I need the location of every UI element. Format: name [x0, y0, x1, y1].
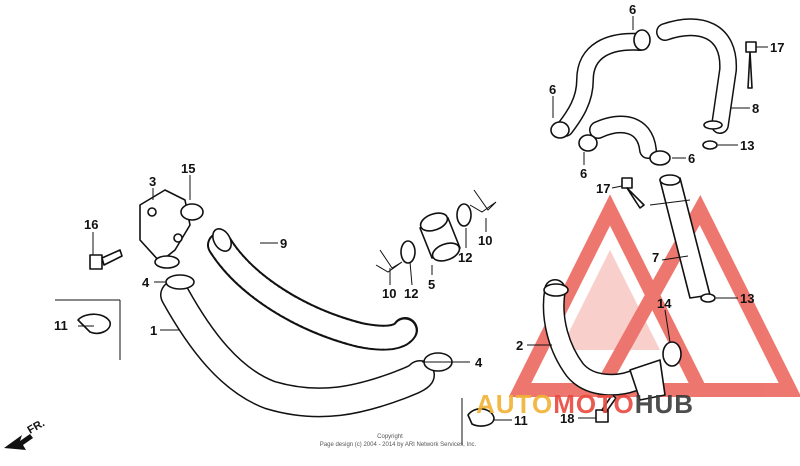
part-5-collar — [419, 212, 461, 262]
callout-17-upper: 17 — [770, 40, 784, 55]
callout-6-right: 6 — [688, 151, 695, 166]
part-12-o-ring-right — [456, 203, 472, 227]
copyright-text: Page design (c) 2004 - 2014 by ARI Netwo… — [320, 442, 477, 448]
part-13-o-ring-lower — [700, 293, 716, 303]
watermark-moto: MOTO — [553, 389, 635, 419]
svg-text:AUTOMOTOHUB: AUTOMOTOHUB — [476, 389, 694, 419]
part-6-clamp-b — [550, 121, 570, 139]
callout-11-left: 11 — [54, 318, 68, 333]
callout-4-upper: 4 — [142, 275, 150, 290]
watermark-auto: AUTO — [476, 389, 553, 419]
callout-5: 5 — [428, 277, 435, 292]
part-11-clip-left — [77, 313, 111, 335]
callout-12-left: 12 — [404, 286, 418, 301]
part-15-o-ring — [180, 203, 204, 221]
front-direction-arrow: FR. — [4, 417, 47, 450]
part-4-clamp-upper — [165, 274, 195, 290]
part-12-o-ring-left — [400, 240, 416, 264]
part-11-clip-right — [467, 408, 495, 427]
direction-label: FR. — [26, 417, 47, 436]
part-3-thermostat-cover — [139, 189, 191, 269]
callout-14: 14 — [657, 296, 672, 311]
part-6-clamp-d — [649, 150, 671, 166]
callout-7: 7 — [652, 250, 659, 265]
part-18-bolt — [595, 394, 617, 423]
callout-2: 2 — [516, 338, 523, 353]
part-6-clamp-a — [633, 29, 651, 51]
callout-4-lower: 4 — [475, 355, 483, 370]
part-upper-hose-a — [556, 32, 649, 137]
part-14-o-ring — [662, 341, 682, 367]
part-2-water-pipe — [542, 279, 666, 401]
callout-12-right: 12 — [458, 250, 472, 265]
part-9-corrugated-hose — [207, 228, 418, 351]
part-17-bolt-upper — [745, 41, 757, 89]
callout-10-left: 10 — [382, 286, 396, 301]
callout-13-upper: 13 — [740, 138, 754, 153]
part-6-clamp-c — [578, 134, 598, 152]
callout-17-lower: 17 — [596, 181, 610, 196]
part-16-bolt — [89, 249, 123, 270]
callout-6-left: 6 — [549, 82, 556, 97]
part-8-upper-pipe — [656, 18, 738, 134]
callout-6-top: 6 — [629, 2, 636, 17]
callout-6-bottom: 6 — [580, 166, 587, 181]
callout-11-right: 11 — [514, 413, 528, 428]
callout-13-lower: 13 — [740, 291, 754, 306]
leader-lines — [55, 16, 768, 445]
watermark-hub: HUB — [635, 389, 694, 419]
part-13-o-ring-upper — [702, 140, 718, 150]
part-upper-hose-b — [589, 115, 657, 159]
callout-15: 15 — [181, 161, 195, 176]
copyright-title: Copyright — [377, 434, 403, 440]
callout-3: 3 — [149, 174, 156, 189]
callout-1: 1 — [150, 323, 157, 338]
part-10-clip-left — [375, 249, 403, 273]
callout-18: 18 — [560, 411, 574, 426]
callout-16: 16 — [84, 217, 98, 232]
callout-8: 8 — [752, 101, 759, 116]
watermark-text: AUTOMOTOHUB — [476, 389, 694, 419]
part-17-bolt-lower — [621, 177, 645, 209]
callout-10-right: 10 — [478, 233, 492, 248]
part-10-clip-right — [469, 189, 497, 213]
callout-9: 9 — [280, 236, 287, 251]
part-1-lower-hose — [160, 280, 435, 418]
